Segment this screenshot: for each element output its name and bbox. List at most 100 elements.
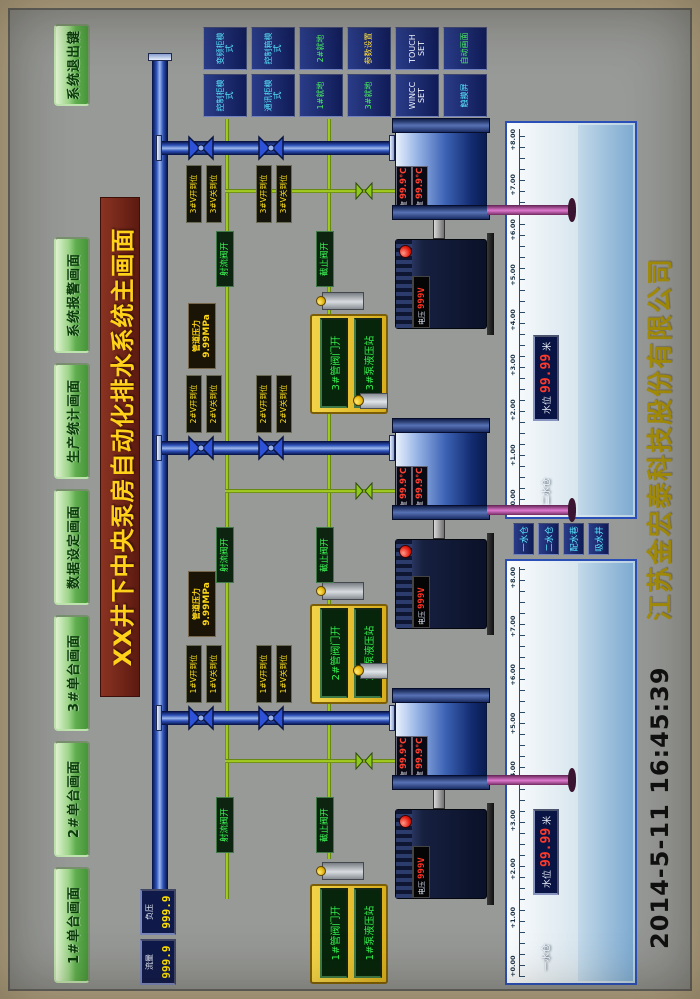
pipe-flange — [156, 705, 162, 731]
butterfly-valve-icon[interactable] — [258, 435, 284, 461]
temp-readout: 温度 99.9℃ — [412, 166, 428, 218]
valve-close-status: 1#V关到位 — [206, 645, 222, 703]
butterfly-valve-icon[interactable] — [258, 705, 284, 731]
mode-button-touch-set[interactable]: TOUCH SET — [395, 27, 439, 70]
coupling-shaft — [433, 219, 445, 239]
run-lamp-icon — [399, 545, 412, 558]
voltage-label: 电压 — [417, 311, 426, 325]
butterfly-valve-icon[interactable] — [258, 135, 284, 161]
vacuum-value: 999.9 — [160, 895, 173, 929]
suction-pipe — [487, 505, 572, 515]
valve-close-status: 3#V关到位 — [206, 165, 222, 223]
jet-valve-status: 射流阀开 — [216, 527, 234, 583]
voltage-label: 电压 — [417, 881, 426, 895]
pump-unit-1: 1#V开到位 1#V关到位 1#V开到位 1#V关到位 射流阀开 截止阀开 电流… — [130, 639, 600, 909]
voltage-value: 999V — [416, 287, 427, 309]
suction-foot-valve — [568, 198, 576, 222]
mode-button-param-set[interactable]: 参数设置 — [347, 27, 391, 70]
temp-value: 99.9℃ — [399, 467, 409, 499]
datetime-text: 2014-5-11 16:45:39 — [646, 666, 674, 949]
ejector-device-icon — [353, 663, 388, 679]
temp-label: 温度 — [416, 501, 424, 515]
temp-label: 温度 — [400, 771, 408, 785]
suction-foot-valve — [568, 498, 576, 522]
valve-open-status: 2#V开到位 — [186, 375, 202, 433]
valve-open-status: 2#V开到位 — [256, 375, 272, 433]
temp-readout: 温度 99.9℃ — [396, 736, 412, 788]
temp-readout: 温度 99.9℃ — [396, 166, 412, 218]
vacuum-label: 负压 — [145, 904, 154, 920]
current-value: 99.9A — [399, 581, 410, 609]
voltage-value: 999V — [416, 857, 427, 879]
mode-button-local-1[interactable]: 1#就地 — [299, 74, 343, 117]
mode-button-comm[interactable]: 通讯柜模式 — [251, 74, 295, 117]
temp-label: 温度 — [416, 771, 424, 785]
voltage-readout: 电压 999V — [413, 276, 430, 328]
nav-screen-button[interactable]: 1#单台画面 — [54, 867, 90, 983]
drain-valve-icon[interactable] — [355, 752, 373, 770]
jet-valve-status: 射流阀开 — [216, 231, 234, 287]
pipe-flange — [156, 435, 162, 461]
pump-body-1: 温度 99.9℃ 温度 99.9℃ — [395, 689, 487, 789]
temp-value: 99.9℃ — [399, 167, 409, 199]
drain-valve-icon[interactable] — [355, 482, 373, 500]
motor-base — [487, 533, 494, 635]
sump-name: 一水仓 — [542, 943, 552, 971]
mode-button-vfd[interactable]: 变频柜模式 — [203, 27, 247, 70]
current-value: 99.9A — [399, 281, 410, 309]
flow-readout: 流量 999.9 — [140, 939, 176, 985]
level-unit: 米 — [542, 341, 553, 351]
nav-screen-button[interactable]: 生产统计画面 — [54, 363, 90, 479]
system-exit-button[interactable]: 系统退出键 — [54, 24, 90, 106]
valve-open-status: 1#V开到位 — [256, 645, 272, 703]
mode-panel: 控制柜模式 变频柜模式 通讯柜模式 控制箱模式 1#就地 2#就地 3#就地 参… — [203, 27, 487, 117]
drain-valve-icon[interactable] — [355, 182, 373, 200]
butterfly-valve-icon[interactable] — [188, 135, 214, 161]
mode-button-local-3[interactable]: 3#就地 — [347, 74, 391, 117]
valve-open-status: 3#V开到位 — [256, 165, 272, 223]
nav-screen-button[interactable]: 数据设定画面 — [54, 489, 90, 605]
nav-screen-button[interactable]: 2#单台画面 — [54, 741, 90, 857]
butterfly-valve-icon[interactable] — [188, 705, 214, 731]
nav-screen-button[interactable]: 系统报警画面 — [54, 237, 90, 353]
mode-button-touchscreen[interactable]: 触摸屏 — [443, 74, 487, 117]
voltage-value: 999V — [416, 587, 427, 609]
flow-label: 流量 — [145, 954, 154, 970]
temp-readout: 温度 99.9℃ — [396, 466, 412, 518]
valve-close-status: 2#V关到位 — [206, 375, 222, 433]
valve-open-status: 1#V开到位 — [186, 645, 202, 703]
coupling-shaft — [433, 519, 445, 539]
pipe-flange — [156, 135, 162, 161]
temp-readout: 温度 99.9℃ — [412, 466, 428, 518]
nav-screen-button[interactable]: 3#单台画面 — [54, 615, 90, 731]
current-readout: 电流 99.9A — [396, 576, 413, 628]
valve-open-status: 3#V开到位 — [186, 165, 202, 223]
current-readout: 电流 99.9A — [396, 846, 413, 898]
run-lamp-icon — [399, 245, 412, 258]
motor-base — [487, 233, 494, 335]
mode-button-auto-screen[interactable]: 自动画面 — [443, 27, 487, 70]
jet-valve-status: 射流阀开 — [216, 797, 234, 853]
nav-buttons: 1#单台画面 2#单台画面 3#单台画面数据设定画面生产统计画面系统报警画面 — [54, 237, 90, 983]
pump-unit-2: 2#V开到位 2#V关到位 2#V开到位 2#V关到位 射流阀开 截止阀开 电流… — [130, 369, 600, 639]
voltage-label: 电压 — [417, 611, 426, 625]
voltage-readout: 电压 999V — [413, 576, 430, 628]
mode-button-wincc-set[interactable]: WINCC SET — [395, 74, 439, 117]
motor-1: 电流 99.9A 电压 999V — [395, 809, 487, 899]
mode-button-cabinet[interactable]: 控制柜模式 — [203, 74, 247, 117]
temp-value: 99.9℃ — [399, 737, 409, 769]
coupling-shaft — [433, 789, 445, 809]
pump-body-2: 温度 99.9℃ 温度 99.9℃ — [395, 419, 487, 519]
vacuum-readout: 负压 999.9 — [140, 889, 176, 935]
motor-3: 电流 99.9A 电压 999V — [395, 239, 487, 329]
current-readout: 电流 99.9A — [396, 276, 413, 328]
valve-close-status: 1#V关到位 — [276, 645, 292, 703]
butterfly-valve-icon[interactable] — [188, 435, 214, 461]
mode-button-local-2[interactable]: 2#就地 — [299, 27, 343, 70]
voltage-readout: 电压 999V — [413, 846, 430, 898]
temp-label: 温度 — [400, 201, 408, 215]
temp-value: 99.9℃ — [415, 467, 425, 499]
mode-button-box[interactable]: 控制箱模式 — [251, 27, 295, 70]
